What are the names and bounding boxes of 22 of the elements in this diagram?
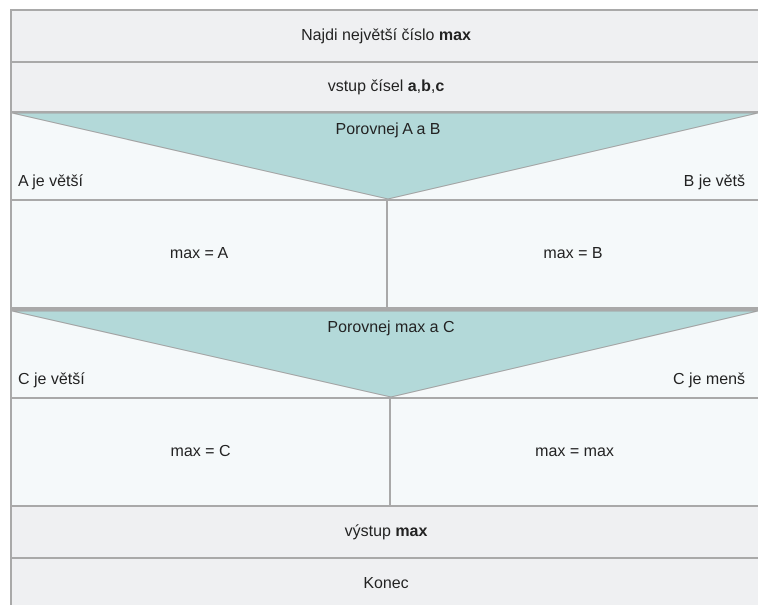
branch-label: B je větš [684,173,745,191]
process-box [389,397,758,507]
step-text: výstup max [344,523,428,541]
branch-label: C je menš [672,371,745,389]
step-text: max = C [170,443,230,461]
process-box [10,9,758,63]
process-box [10,199,388,309]
step-text: max = A [170,245,228,263]
process-box [10,397,391,507]
step-text: max = max [535,443,614,461]
process-box [10,61,758,113]
process-box [10,557,758,605]
step-text: max = B [543,245,603,263]
step-text: Konec [363,575,409,593]
step-text: vstup čísel a,b,c [328,78,444,96]
condition-text: Porovnej A a B [336,121,440,139]
branch-label: A je větší [18,173,83,191]
process-box [10,505,758,559]
process-box [386,199,758,309]
step-text: Najdi největší číslo max [301,27,471,45]
branch-label: C je větší [18,371,85,389]
condition-text: Porovnej max a C [327,319,455,337]
